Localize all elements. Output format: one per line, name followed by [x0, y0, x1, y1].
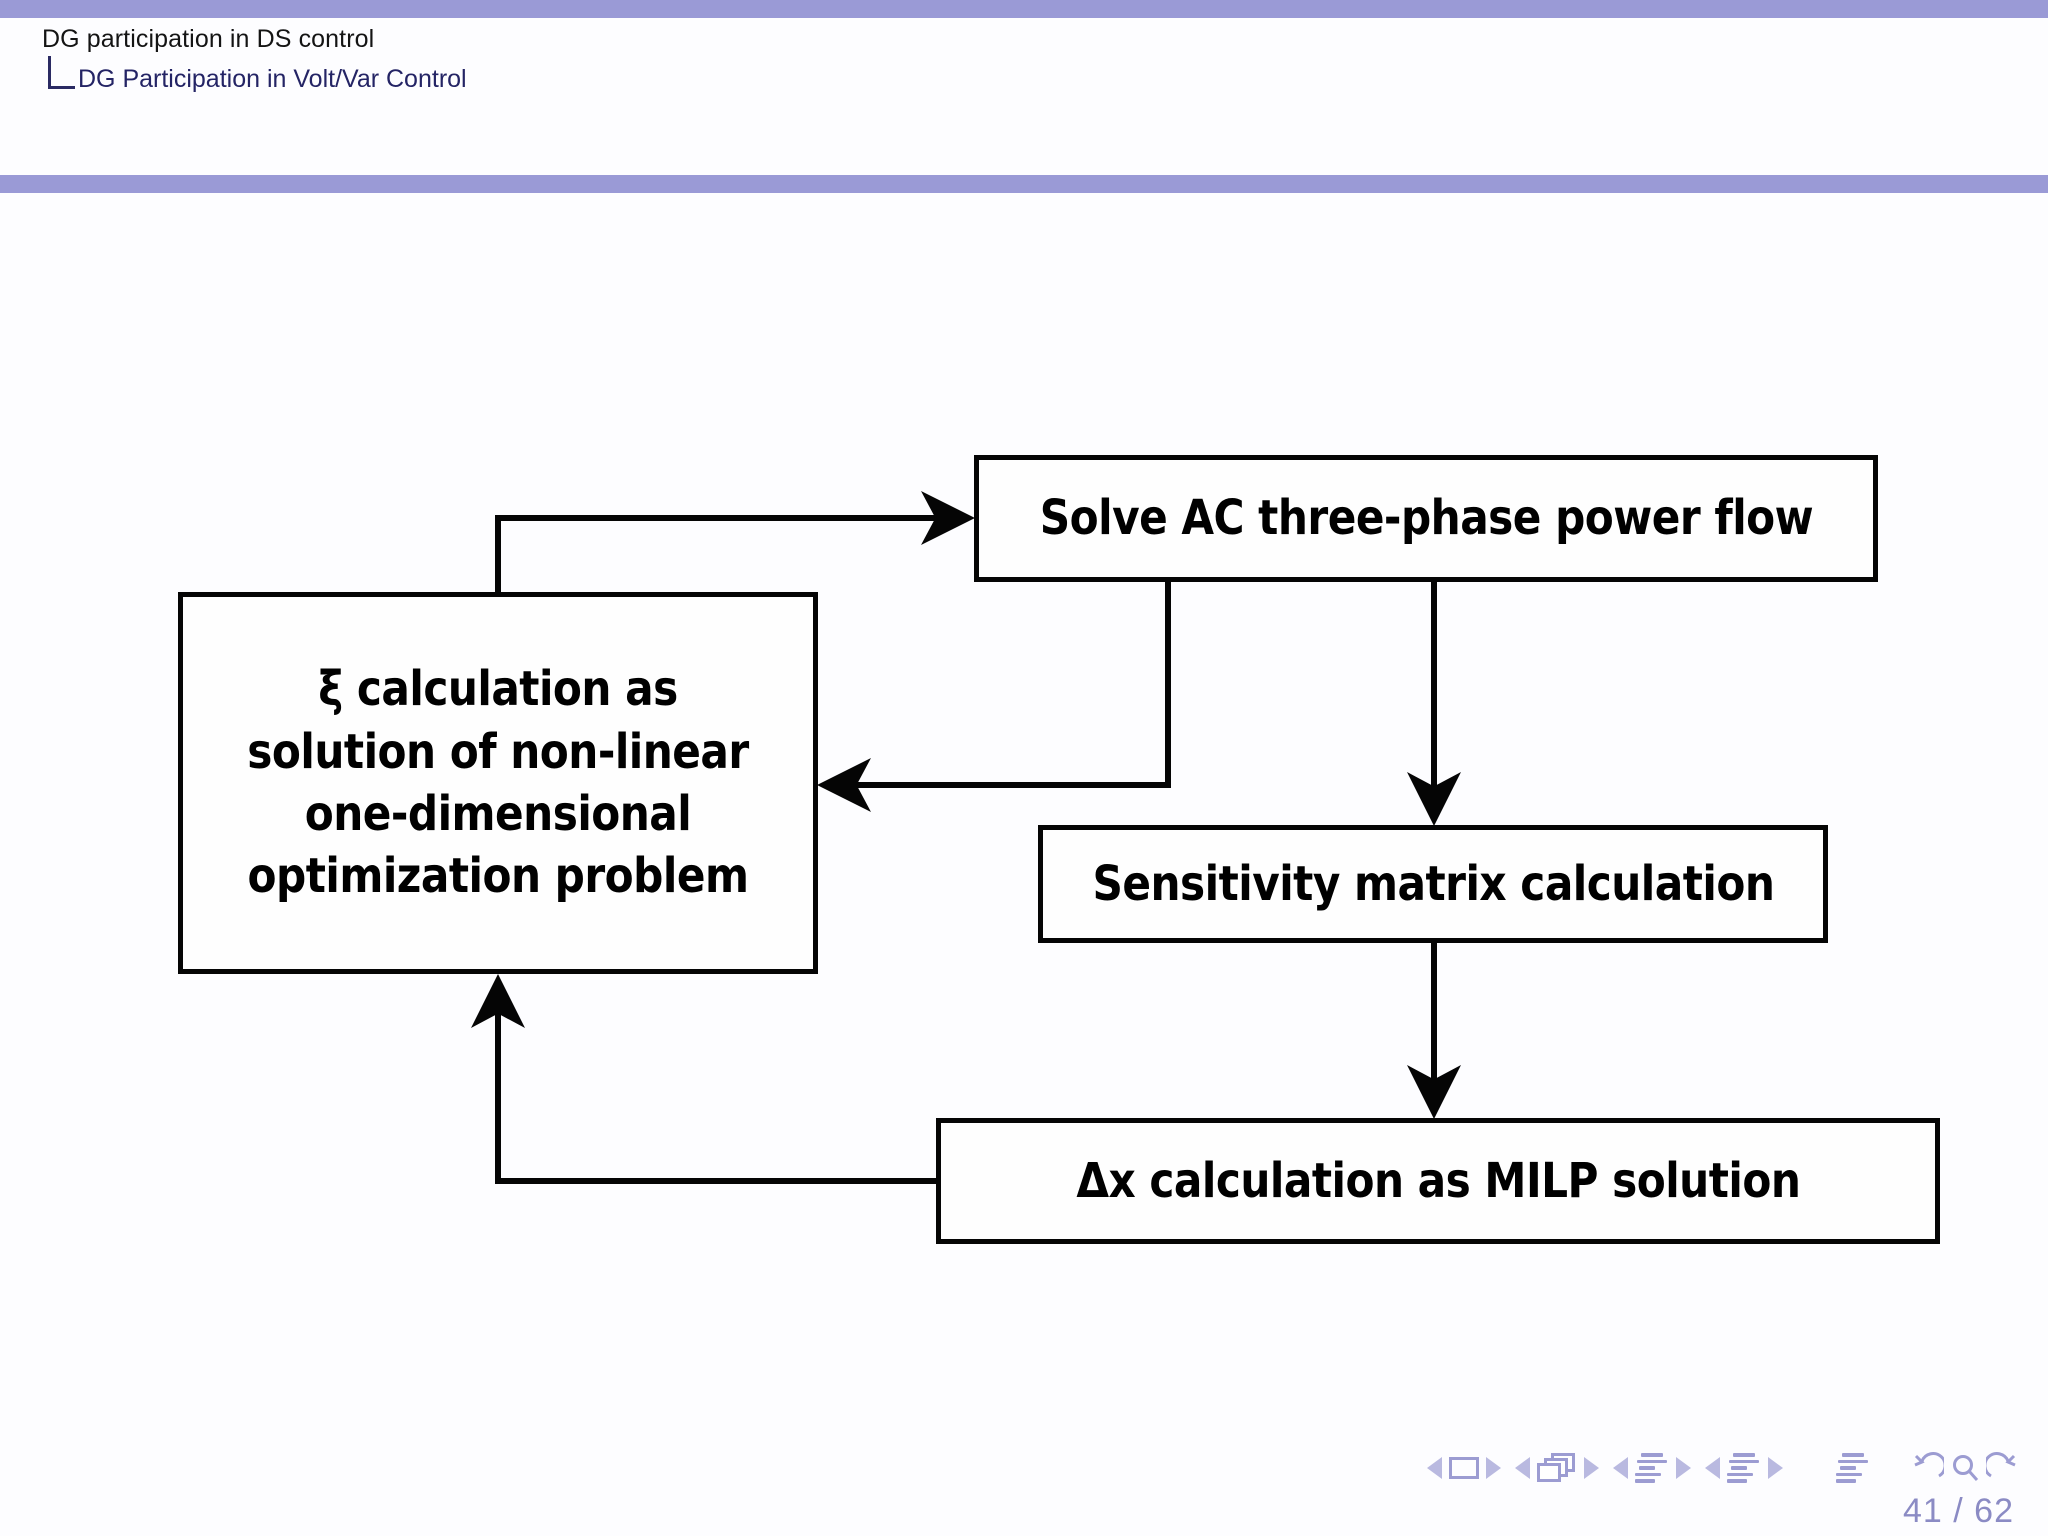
prev-slide-icon[interactable] — [1427, 1457, 1442, 1479]
prev-subsection-icon[interactable] — [1613, 1457, 1628, 1479]
section-icon[interactable] — [1727, 1453, 1761, 1483]
breadcrumb-subsection-row: DG Participation in Volt/Var Control — [42, 56, 942, 100]
subsection-navigation-group — [1606, 1453, 1698, 1483]
prev-frame-icon[interactable] — [1515, 1457, 1530, 1479]
beamer-navigation-bar — [1420, 1452, 2020, 1484]
flow-node-label: Solve AC three-phase power flow — [1039, 490, 1813, 547]
forward-icon[interactable] — [1986, 1452, 2020, 1484]
edge-milp-to-xi — [471, 974, 936, 1184]
flow-node-label: Sensitivity matrix calculation — [1092, 855, 1774, 912]
flow-node-solve-power-flow[interactable]: Solve AC three-phase power flow — [974, 455, 1878, 582]
document-icon[interactable] — [1836, 1453, 1870, 1483]
flowchart-canvas: Solve AC three-phase power flow ξ calcul… — [0, 193, 2048, 1433]
breadcrumb-section[interactable]: DG participation in DS control — [42, 25, 375, 53]
prev-section-icon[interactable] — [1705, 1457, 1720, 1479]
flow-node-milp-solution[interactable]: Δx calculation as MILP solution — [936, 1118, 1940, 1244]
section-navigation-group — [1698, 1453, 1790, 1483]
edge-xi-to-powerflow — [495, 491, 975, 592]
flowchart-connectors — [471, 491, 1461, 1184]
flow-node-sensitivity-matrix[interactable]: Sensitivity matrix calculation — [1038, 825, 1828, 943]
frames-icon[interactable] — [1537, 1453, 1577, 1483]
search-icon[interactable] — [1950, 1452, 1980, 1484]
frame-navigation-group — [1508, 1453, 1606, 1483]
next-subsection-icon[interactable] — [1676, 1457, 1691, 1479]
history-navigation-group — [1910, 1452, 2020, 1484]
flow-node-label: ξ calculation as solution of non-linear … — [247, 661, 749, 905]
next-section-icon[interactable] — [1768, 1457, 1783, 1479]
slide-navigation-group — [1420, 1457, 1508, 1479]
header-bottom-bar — [0, 175, 2048, 193]
next-slide-icon[interactable] — [1486, 1457, 1501, 1479]
breadcrumb: DG participation in DS control DG Partic… — [42, 24, 942, 100]
subsection-icon[interactable] — [1635, 1453, 1669, 1483]
breadcrumb-subsection[interactable]: DG Participation in Volt/Var Control — [78, 65, 467, 93]
page-number: 41 / 62 — [1903, 1492, 2014, 1530]
edge-powerflow-to-xi — [817, 582, 1171, 812]
next-frame-icon[interactable] — [1584, 1457, 1599, 1479]
header-top-bar — [0, 0, 2048, 18]
flow-node-label: Δx calculation as MILP solution — [1075, 1152, 1801, 1209]
tree-elbow-icon — [48, 56, 75, 89]
back-icon[interactable] — [1910, 1452, 1944, 1484]
flow-node-xi-calculation[interactable]: ξ calculation as solution of non-linear … — [178, 592, 818, 974]
slide-icon[interactable] — [1449, 1457, 1479, 1479]
